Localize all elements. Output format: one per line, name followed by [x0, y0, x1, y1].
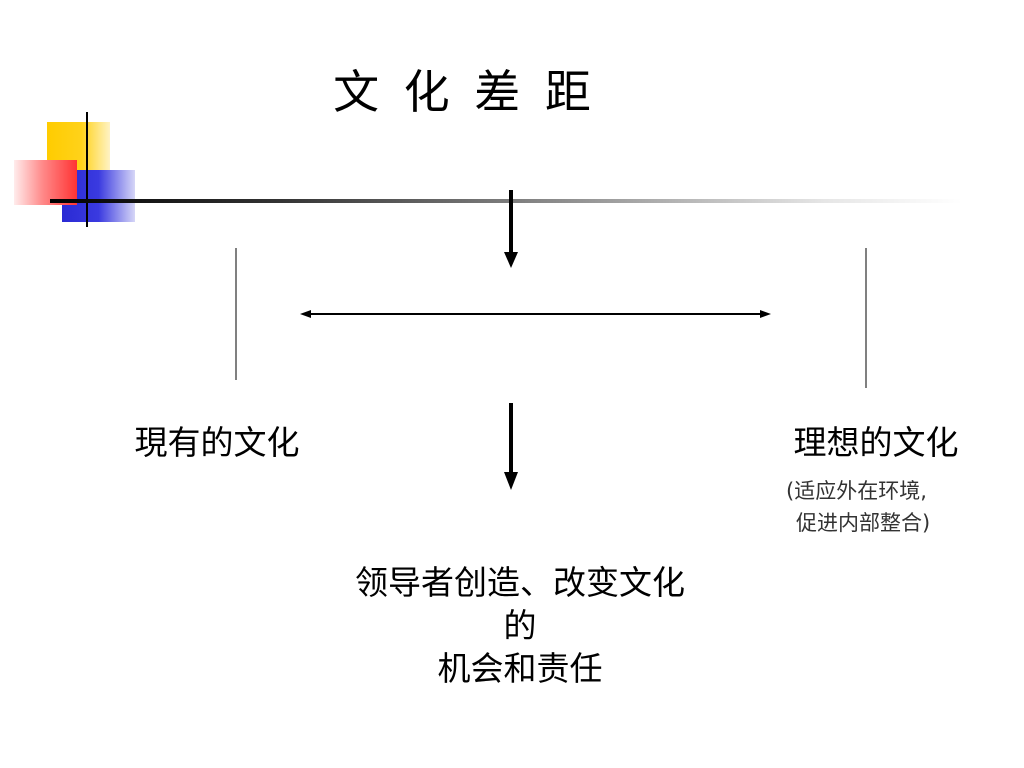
ideal-culture-label: 理想的文化 — [793, 423, 959, 462]
top-down-arrow-icon — [504, 190, 518, 268]
bottom-down-arrow-icon — [504, 403, 518, 490]
ideal-note-line-1: (适应外在环境, — [786, 479, 927, 503]
leader-role-line-3: 机会和责任 — [437, 649, 603, 688]
ideal-culture-note: (适应外在环境, 促进内部整合) — [786, 475, 986, 539]
top-arrow-head — [504, 252, 518, 268]
leader-role-line-1: 领导者创造、改变文化 — [355, 563, 685, 602]
slide-title: 文 化 差 距 — [333, 65, 591, 119]
ideal-note-line-2: 促进内部整合) — [796, 511, 931, 535]
header-divider — [50, 199, 962, 203]
logo-red-square — [14, 160, 77, 205]
leader-role-text: 领导者创造、改变文化 的 机会和责任 — [310, 561, 730, 690]
gap-arrow-right-head — [760, 310, 771, 318]
leader-role-line-2: 的 — [503, 606, 537, 645]
current-culture-label: 現有的文化 — [134, 423, 300, 462]
bottom-arrow-head — [504, 472, 518, 490]
double-headed-arrow-icon — [300, 310, 771, 318]
gap-arrow-left-head — [300, 310, 311, 318]
logo-vertical-line — [86, 112, 88, 227]
